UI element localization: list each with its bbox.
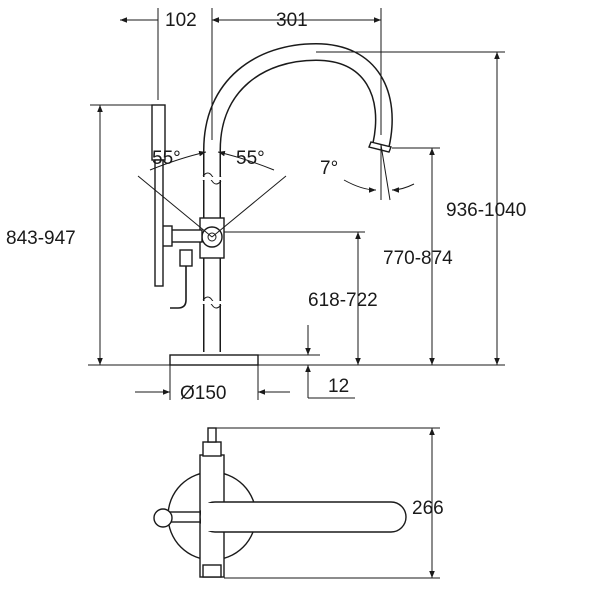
dim-hand-shower-offset: 102 — [165, 10, 197, 31]
plan-view — [153, 427, 440, 579]
tilt-arc — [343, 179, 377, 193]
dim-plan-depth: 266 — [412, 498, 444, 519]
dim-handle-angle-right: 55° — [236, 148, 265, 169]
plan-handle-knob — [153, 508, 173, 528]
dim-outlet-height: 770-874 — [383, 248, 453, 269]
elevation-view — [88, 8, 505, 400]
dim-spout-reach: 301 — [276, 10, 308, 31]
swing-arc-right — [217, 150, 275, 171]
dim-base-diameter: Ø150 — [180, 383, 226, 404]
plan-spout — [199, 501, 407, 533]
dim-handle-height: 843-947 — [6, 228, 76, 249]
dim-spout-tilt: 7° — [320, 158, 338, 179]
spout-outlet — [368, 141, 392, 153]
dim-base-thickness: 12 — [328, 376, 349, 397]
hose-connector — [179, 249, 193, 267]
swing-line-right — [211, 175, 287, 238]
swing-arc-left — [149, 150, 207, 171]
hand-shower-handle — [154, 159, 164, 287]
swing-line-left — [137, 175, 213, 238]
dim-handle-angle-left: 55° — [152, 148, 181, 169]
base-plate — [169, 354, 259, 366]
dim-overall-height: 936-1040 — [446, 200, 526, 221]
dim-mixer-height: 618-722 — [308, 290, 378, 311]
hand-shower-hose — [170, 250, 187, 309]
holder-arm — [169, 229, 203, 243]
